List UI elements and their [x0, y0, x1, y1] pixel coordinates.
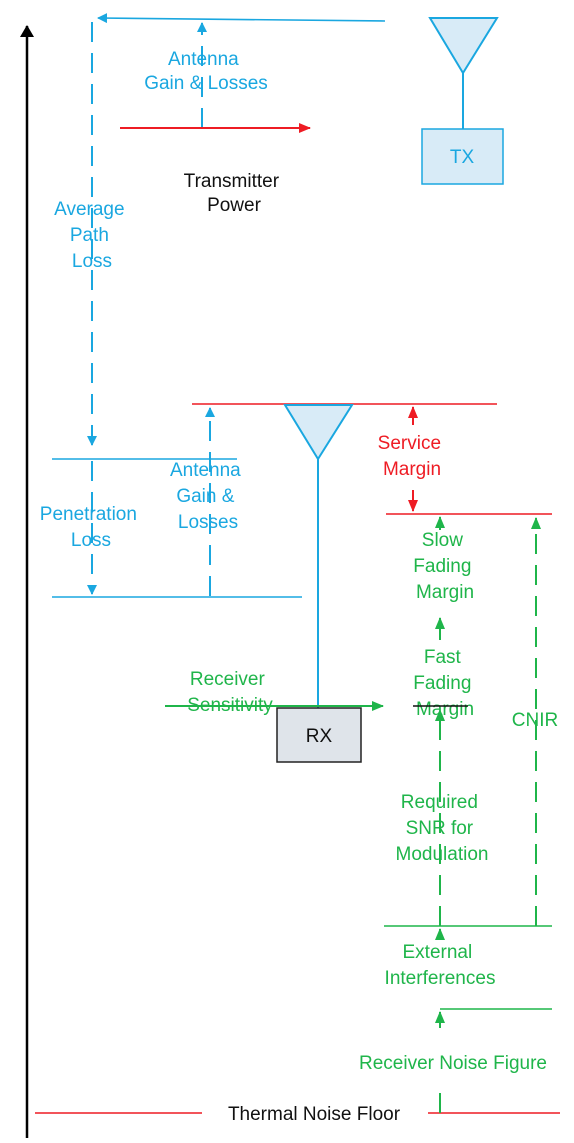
rx-box — [276, 707, 362, 763]
slow-fading-margin-label: Slow Fading Margin — [413, 530, 476, 603]
service-margin-label: Service Margin — [378, 433, 447, 480]
thermal-noise-label-bg — [202, 1100, 428, 1124]
receiver-sensitivity-label: Receiver Sensitivity — [187, 669, 273, 716]
tx-antenna-icon — [428, 17, 499, 129]
rx-antenna-gain-label: Antenna Gain & Losses — [170, 460, 246, 533]
penetration-loss-label: Penetration Loss — [40, 504, 142, 551]
thermal-noise-floor-label: Thermal Noise Floor — [228, 1104, 401, 1125]
average-path-loss-label: Average Path Loss — [54, 199, 130, 272]
external-interferences-label: External Interferences — [385, 942, 496, 989]
tx-antenna-gain-label: Antenna Gain & Losses — [144, 49, 268, 94]
tx-box-label: TX — [450, 147, 475, 168]
transmitter-power-label: Transmitter Power — [184, 171, 285, 216]
required-snr-label: Required SNR for Modulation — [396, 792, 489, 865]
cnir-label: CNIR — [512, 710, 558, 731]
tx-level-line — [97, 13, 386, 24]
fast-fading-margin-label: Fast Fading Margin — [413, 647, 476, 720]
receiver-noise-figure-label: Receiver Noise Figure — [359, 1053, 547, 1074]
rx-box-label: RX — [306, 726, 333, 747]
rx-antenna-icon — [283, 404, 354, 708]
tx-box — [421, 128, 504, 185]
